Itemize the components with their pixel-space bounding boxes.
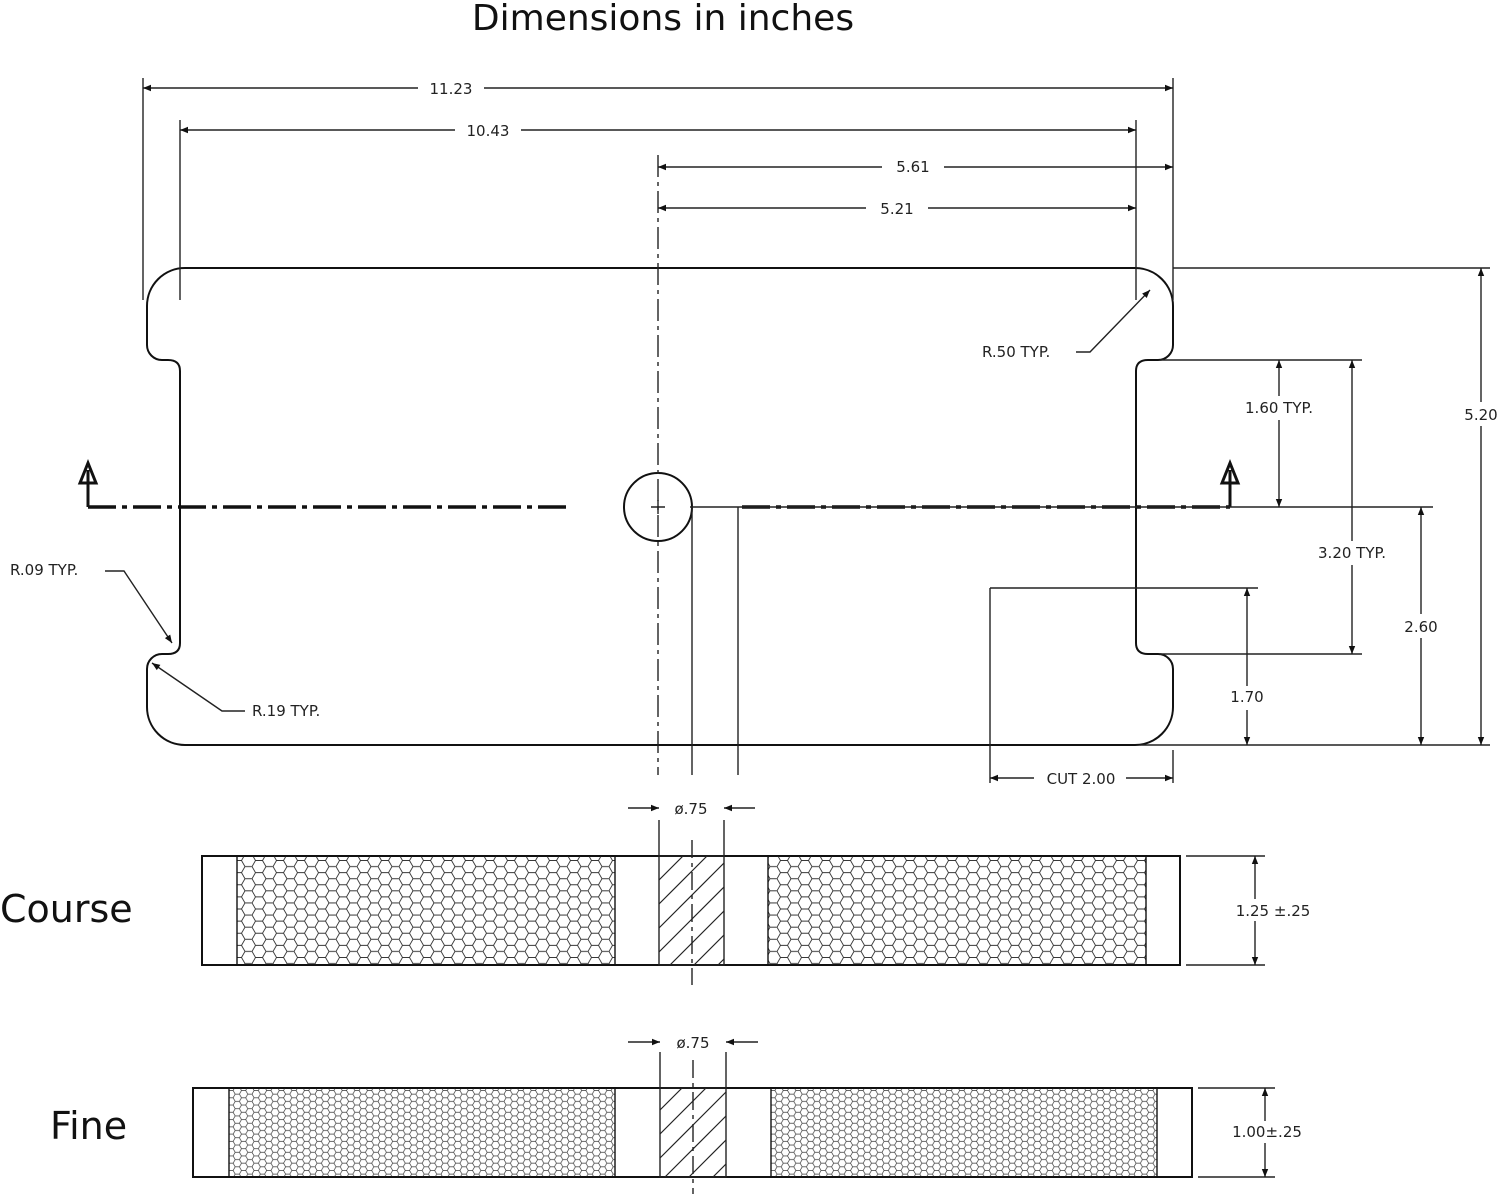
course-label: Course (0, 887, 133, 931)
section-arrow-right-icon (1219, 458, 1241, 507)
fine-thickness: 1.00±.25 (1232, 1123, 1302, 1141)
dim-half-overall: 5.61 (896, 158, 929, 176)
course-hole-diameter: ø.75 (674, 800, 707, 818)
course-texture-right (767, 855, 1147, 966)
dim-half-body: 5.21 (880, 200, 913, 218)
top-view: 11.23 10.43 5.61 5.21 5.20 2.60 1.60 TYP… (10, 78, 1500, 788)
dim-cut-height: 1.70 (1230, 688, 1263, 706)
dim-cut-width: CUT 2.00 (1047, 770, 1116, 788)
fine-texture-right (770, 1087, 1158, 1178)
course-texture-left (236, 855, 616, 966)
drawing-title: Dimensions in inches (472, 0, 854, 39)
fine-hole-section (659, 1087, 727, 1178)
callout-notch-radius: R.19 TYP. (252, 702, 320, 720)
dim-overall-length: 11.23 (430, 80, 473, 98)
fine-hole-diameter: ø.75 (676, 1034, 709, 1052)
callout-small-radius: R.09 TYP. (10, 561, 78, 579)
dim-notch-spacing: 3.20 TYP. (1318, 544, 1386, 562)
fine-section-view: Fine ø.75 1.00±.25 (50, 1034, 1304, 1194)
part-outline (146, 267, 1174, 746)
dim-center-height: 2.60 (1404, 618, 1437, 636)
course-thickness: 1.25 ±.25 (1236, 902, 1311, 920)
section-arrow-left-icon (77, 458, 99, 507)
dim-notch-offset: 1.60 TYP. (1245, 399, 1313, 417)
fine-texture-left (228, 1087, 616, 1178)
course-section-view: Course ø.75 1.25 ±.25 (0, 800, 1314, 985)
callout-large-radius: R.50 TYP. (982, 343, 1050, 361)
dim-body-length: 10.43 (467, 122, 510, 140)
dim-overall-height: 5.20 (1464, 406, 1497, 424)
fine-label: Fine (50, 1104, 127, 1148)
